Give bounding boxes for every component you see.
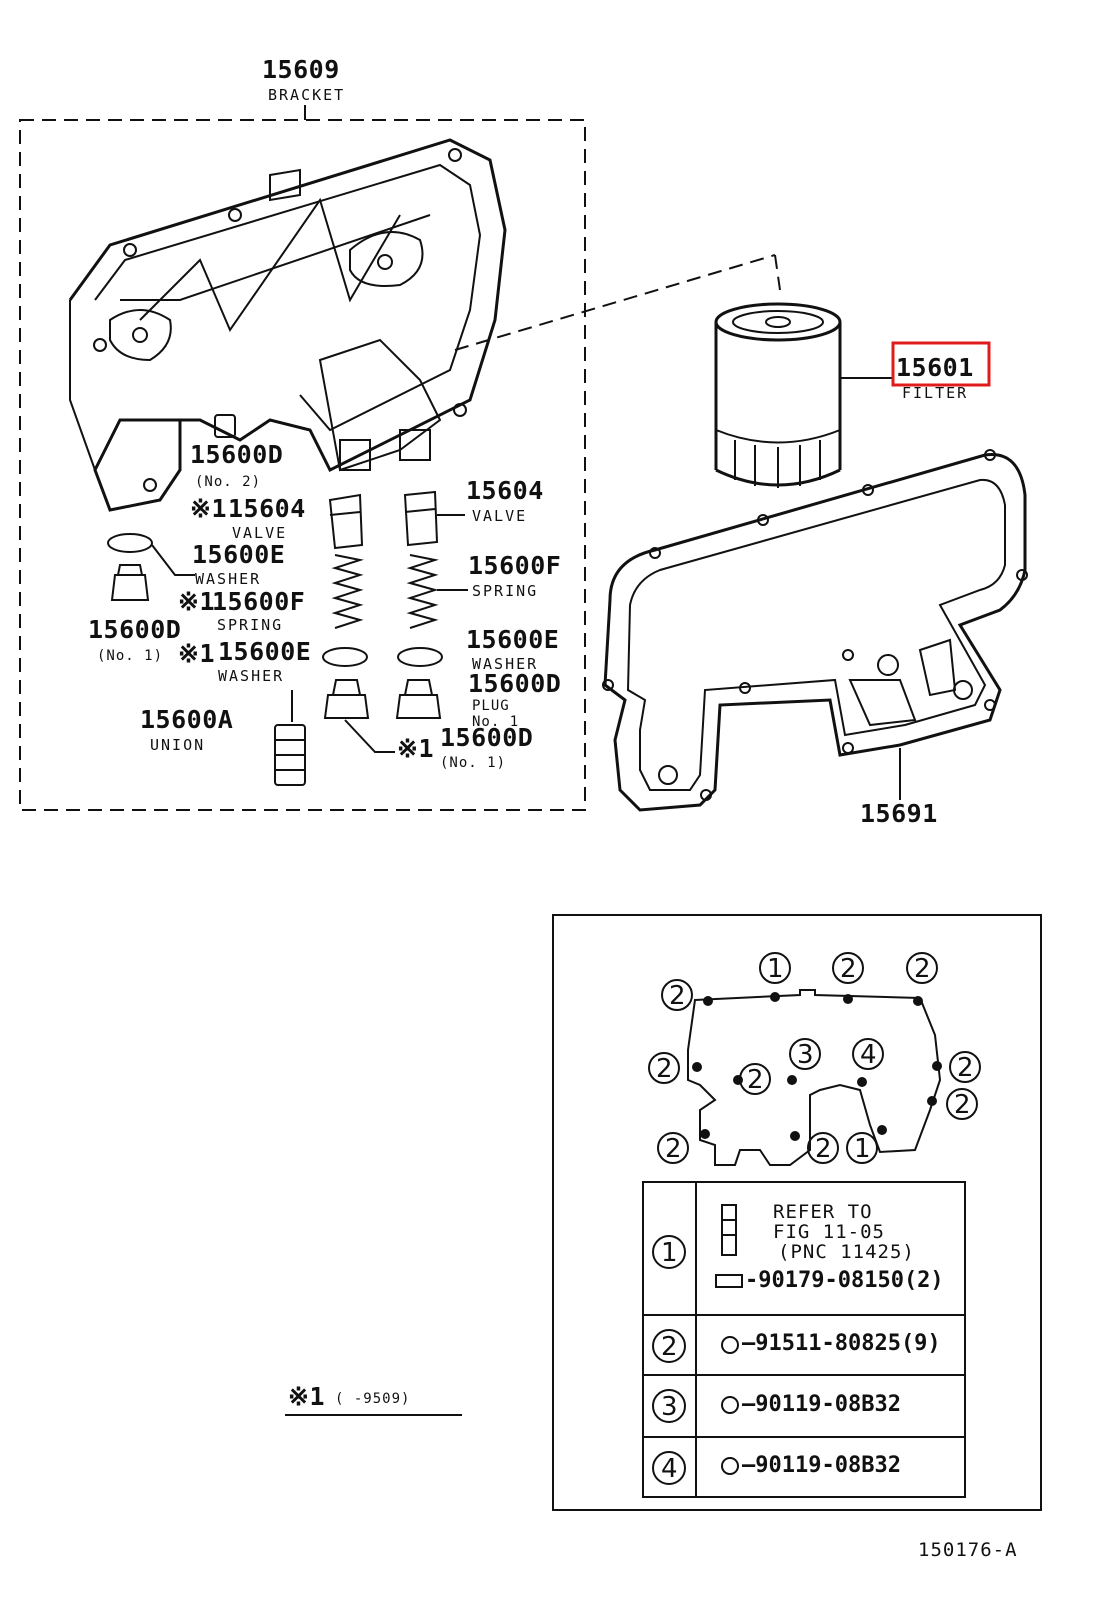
row-ref-line3: (PNC 11425)	[778, 1241, 915, 1263]
bolt-table-row: 4 —90119-08B32	[652, 1451, 901, 1485]
bolt-table-row: 2 —91511-80825(9)	[652, 1329, 941, 1363]
plug-no2-sub: (No. 2)	[195, 474, 261, 490]
bolt-table: 1 REFER TO FIG 11-05 (PNC 11425) -90179-…	[642, 1181, 966, 1498]
bolt-marker: 2	[739, 1063, 771, 1095]
plug-no1-left-sub: (No. 1)	[97, 648, 163, 664]
plug-bottom-mark: ※1	[397, 734, 434, 763]
bolt-map-outline	[687, 989, 942, 1166]
filter-highlight-box	[891, 341, 991, 387]
filter-drawing	[714, 302, 842, 488]
spring-left-part-number[interactable]: 15600F	[212, 587, 305, 616]
bolt-table-row: 3 —90119-08B32	[652, 1389, 901, 1423]
bolt-map-panel: 1 2 2 2 2 2 3 4 2 2 2 2 1 1 REFER TO	[552, 914, 1042, 1511]
figure-id: 150176-A	[918, 1539, 1018, 1561]
gasket-group: 15691	[602, 449, 1028, 828]
svg-text:2: 2	[840, 954, 857, 984]
row-ref-line1: REFER TO	[773, 1201, 873, 1223]
union-part-number[interactable]: 15600A	[140, 705, 233, 734]
bolt-marker: 2	[807, 1132, 839, 1164]
washer-left-top-name: WASHER	[195, 570, 261, 588]
svg-text:2: 2	[815, 1134, 832, 1164]
svg-text:2: 2	[656, 1054, 673, 1084]
svg-text:2: 2	[957, 1053, 974, 1083]
bracket-name: BRACKET	[268, 86, 345, 104]
bracket-part-number[interactable]: 15609	[262, 55, 340, 84]
svg-text:4: 4	[860, 1040, 877, 1070]
svg-text:1: 1	[767, 954, 784, 984]
bracket-drawing	[68, 138, 507, 512]
svg-text:2: 2	[665, 1134, 682, 1164]
plug-no2-part-number[interactable]: 15600D	[190, 440, 283, 469]
plug-right-part-number[interactable]: 15600D	[468, 669, 561, 698]
filter-group: 15601 FILTER	[714, 302, 991, 488]
row-marker: 3	[661, 1392, 678, 1422]
footnote: ※1 ( -9509)	[285, 1382, 462, 1416]
washer-left-name: WASHER	[218, 667, 284, 685]
footnote-text: ( -9509)	[335, 1391, 410, 1407]
svg-text:3: 3	[797, 1040, 814, 1070]
spring-left-name: SPRING	[217, 616, 283, 634]
washer-left-top-part-number[interactable]: 15600E	[192, 540, 285, 569]
gasket-drawing	[603, 453, 1027, 812]
bracket-group-border	[19, 119, 586, 811]
valve-left-part-number[interactable]: 15604	[228, 494, 306, 523]
row-marker: 1	[661, 1238, 678, 1268]
valve-left-mark: ※1	[190, 494, 227, 523]
gasket-part-number[interactable]: 15691	[860, 799, 938, 828]
bolt-marker: 2	[906, 952, 938, 984]
filter-name: FILTER	[902, 384, 968, 402]
row-part-number[interactable]: -90179-08150(2)	[745, 1268, 944, 1293]
union-name: UNION	[150, 736, 205, 754]
row-part-number[interactable]: —90119-08B32	[742, 1392, 901, 1417]
bolt-marker: 4	[852, 1038, 884, 1070]
svg-text:2: 2	[914, 954, 931, 984]
washer-right-name: WASHER	[472, 655, 538, 673]
bolt-marker: 1	[846, 1132, 878, 1164]
washer-right-part-number[interactable]: 15600E	[466, 625, 559, 654]
washer-left-part-number[interactable]: 15600E	[218, 637, 311, 666]
bolt-table-row: 1 REFER TO FIG 11-05 (PNC 11425) -90179-…	[652, 1201, 944, 1293]
svg-text:1: 1	[854, 1134, 871, 1164]
valve-right-name: VALVE	[472, 507, 527, 525]
valve-left-name: VALVE	[232, 524, 287, 542]
plug-right-sub: No. 1	[472, 714, 519, 730]
bolt-marker: 2	[661, 979, 693, 1011]
spring-right-part-number[interactable]: 15600F	[468, 551, 561, 580]
plug-right-name: PLUG	[472, 698, 510, 714]
bolt-marker: 2	[648, 1052, 680, 1084]
plug-bottom-sub: (No. 1)	[440, 755, 506, 771]
washer-left-mark: ※1	[178, 639, 215, 668]
bolt-marker: 3	[789, 1038, 821, 1070]
row-part-number[interactable]: —90119-08B32	[742, 1453, 901, 1478]
bolt-marker: 2	[949, 1051, 981, 1083]
svg-text:2: 2	[747, 1065, 764, 1095]
spring-left-mark: ※1	[178, 587, 215, 616]
row-marker: 4	[661, 1454, 678, 1484]
valve-right-part-number[interactable]: 15604	[466, 476, 544, 505]
row-marker: 2	[661, 1332, 678, 1362]
row-ref-line2: FIG 11-05	[773, 1221, 885, 1243]
bolt-marker: 2	[946, 1088, 978, 1120]
footnote-mark: ※1	[288, 1382, 325, 1411]
row-part-number[interactable]: —91511-80825(9)	[742, 1331, 941, 1356]
bracket-group: 15609 BRACKET 15600D	[19, 55, 781, 811]
plug-no1-left-part-number[interactable]: 15600D	[88, 615, 181, 644]
svg-text:2: 2	[669, 981, 686, 1011]
filter-part-number[interactable]: 15601	[896, 353, 974, 382]
plug-bottom-part-number[interactable]: 15600D	[440, 723, 533, 752]
bolt-marker: 2	[657, 1132, 689, 1164]
svg-text:2: 2	[954, 1090, 971, 1120]
bolt-marker: 2	[832, 952, 864, 984]
spring-right-name: SPRING	[472, 582, 538, 600]
bolt-marker: 1	[759, 952, 791, 984]
